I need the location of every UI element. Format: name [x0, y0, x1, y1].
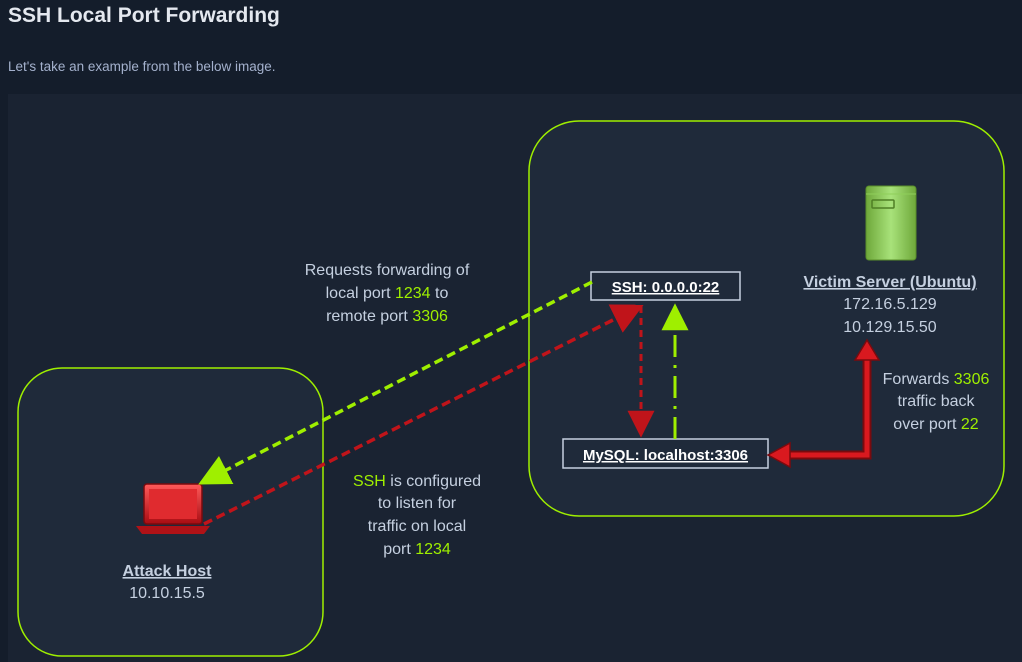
- page-title: SSH Local Port Forwarding: [8, 4, 280, 27]
- intro-text: Let's take an example from the below ima…: [8, 59, 276, 74]
- request-note: Requests forwarding of local port 1234 t…: [305, 262, 470, 325]
- diagram-canvas: SSH: 0.0.0.0:22 MySQL: localhost:3306 Vi…: [17, 120, 1005, 657]
- victim-server-ip-2: 10.129.15.50: [843, 319, 937, 336]
- return-arrowhead-left: [766, 441, 791, 469]
- forward-request-arrow: [198, 280, 593, 485]
- forward-note-line3: over port 22: [893, 416, 978, 433]
- request-note-line3: remote port 3306: [326, 308, 448, 325]
- mysql-label: MySQL: localhost:3306: [583, 447, 748, 464]
- request-note-line2: local port 1234 to: [326, 285, 449, 302]
- ssh-box: [590, 271, 741, 301]
- ssh-note-line3: traffic on local: [368, 518, 466, 535]
- victim-server-name: Victim Server (Ubuntu): [803, 274, 976, 291]
- mysql-box: [562, 438, 769, 469]
- server-icon: [865, 185, 917, 261]
- return-path-arrow: [783, 356, 870, 458]
- victim-server-ip-1: 172.16.5.129: [843, 296, 937, 313]
- ssh-note-line1: SSH is configured: [353, 473, 481, 490]
- port-forwarding-diagram: SSH: 0.0.0.0:22 MySQL: localhost:3306 Vi…: [8, 94, 1022, 662]
- laptop-icon: [136, 483, 210, 534]
- forward-note-line1: Forwards 3306: [883, 371, 990, 388]
- ssh-note: SSH is configured to listen for traffic …: [353, 473, 481, 558]
- ssh-note-line2: to listen for: [378, 495, 457, 512]
- forward-note-line2: traffic back: [897, 393, 975, 410]
- forward-note: Forwards 3306 traffic back over port 22: [883, 371, 990, 433]
- tunnel-arrow: [203, 304, 644, 526]
- ssh-label: SSH: 0.0.0.0:22: [612, 279, 720, 296]
- ssh-note-line4: port 1234: [383, 541, 451, 558]
- request-note-line1: Requests forwarding of: [305, 262, 470, 279]
- return-arrowhead-up: [853, 338, 881, 361]
- attack-host-ip: 10.10.15.5: [129, 585, 205, 602]
- attack-host-name: Attack Host: [123, 563, 213, 580]
